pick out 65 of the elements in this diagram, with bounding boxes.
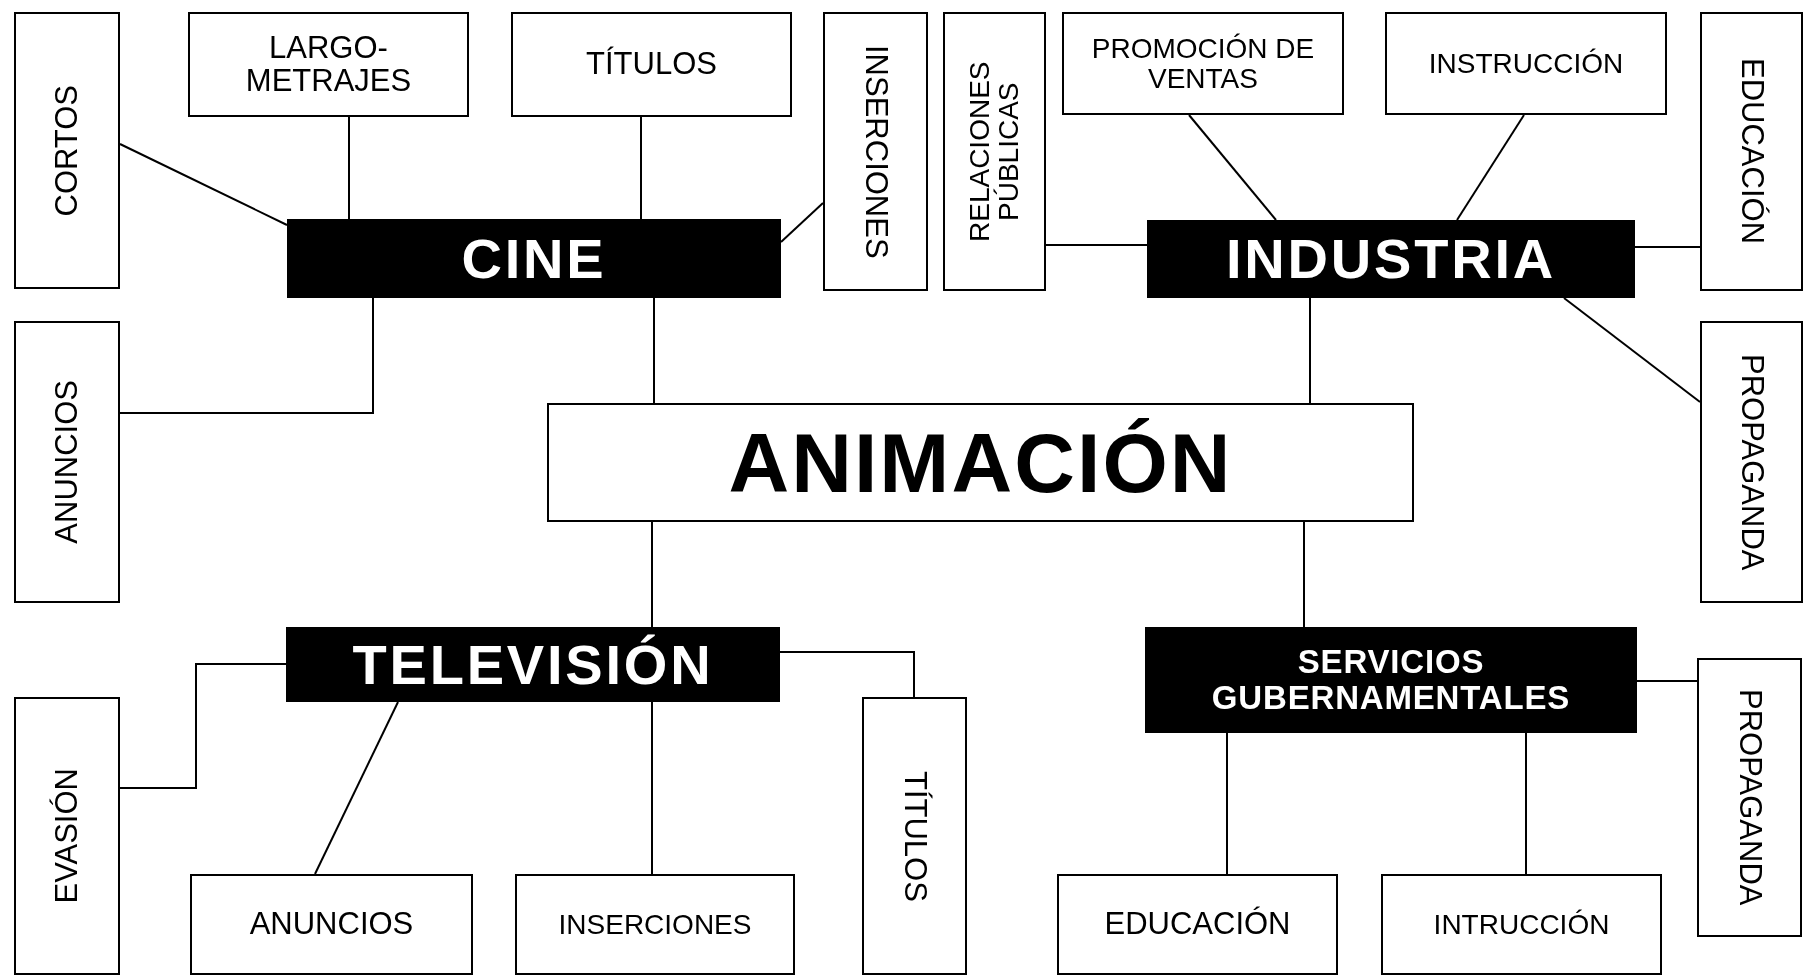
connector-line [779, 651, 915, 698]
box-label: ANUNCIOS [50, 380, 84, 544]
connector-line [314, 701, 399, 875]
box-label: PROMOCIÓN DE VENTAS [1090, 34, 1316, 93]
central-box [547, 403, 1414, 522]
item-box [1381, 874, 1662, 975]
item-box [1700, 12, 1803, 291]
box-label: INSERCIONES [558, 909, 752, 940]
box-label: INSERCIONES [859, 44, 892, 259]
item-box [1385, 12, 1667, 115]
box-label: INDUSTRIA [1225, 226, 1557, 292]
box-label: ANIMACIÓN [728, 414, 1233, 512]
box-label: PROPAGANDA [1733, 689, 1766, 906]
box-label: ANUNCIOS [249, 908, 414, 941]
connector-line [1045, 244, 1148, 246]
box-label: TELEVISIÓN [352, 631, 714, 698]
connector-line [651, 701, 653, 875]
box-label: TÍTULOS [898, 770, 931, 902]
connector-line [1226, 732, 1228, 875]
connector-line [1188, 114, 1277, 221]
connector-line [640, 116, 642, 220]
item-box [1697, 658, 1802, 937]
item-box [1057, 874, 1338, 975]
item-box [14, 12, 120, 289]
box-label: INSTRUCCIÓN [1428, 48, 1624, 79]
item-box [515, 874, 795, 975]
category-box [1145, 627, 1637, 733]
item-box [14, 321, 120, 603]
connector-line [1456, 114, 1525, 221]
box-label: CORTOS [50, 84, 84, 217]
connector-line [1309, 297, 1311, 404]
box-label: SERVICIOS GUBERNAMENTALES [1210, 643, 1572, 717]
box-label: RELACIONES PÚBLICAS [965, 60, 1024, 244]
box-label: EDUCACIÓN [1735, 58, 1768, 245]
item-box [14, 697, 120, 975]
connector-line [653, 297, 655, 404]
box-label: TÍTULOS [586, 48, 717, 81]
category-box [1147, 220, 1635, 298]
box-label: PROPAGANDA [1735, 353, 1768, 571]
box-label: CINE [461, 225, 607, 292]
connector-line [119, 297, 374, 414]
connector-line [348, 116, 350, 220]
item-box [943, 12, 1046, 291]
category-box [287, 219, 781, 298]
item-box [1700, 321, 1803, 603]
connector-line [119, 663, 287, 789]
box-label: LARGO- METRAJES [244, 31, 413, 98]
connector-line [119, 143, 288, 226]
box-label: EVASIÓN [50, 768, 84, 904]
item-box [190, 874, 473, 975]
category-box [286, 627, 780, 702]
connector-line [651, 521, 653, 628]
connector-line [1303, 521, 1305, 628]
box-label: EDUCACIÓN [1104, 908, 1291, 941]
item-box [1062, 12, 1344, 115]
connector-line [1634, 246, 1701, 248]
item-box [188, 12, 469, 117]
box-label: INTRUCCIÓN [1433, 909, 1610, 940]
connector-line [1636, 680, 1698, 682]
connector-line [1525, 732, 1527, 875]
connector-line [780, 202, 824, 243]
connector-line [1563, 297, 1701, 403]
item-box [511, 12, 792, 117]
item-box [862, 697, 967, 975]
item-box [823, 12, 928, 291]
